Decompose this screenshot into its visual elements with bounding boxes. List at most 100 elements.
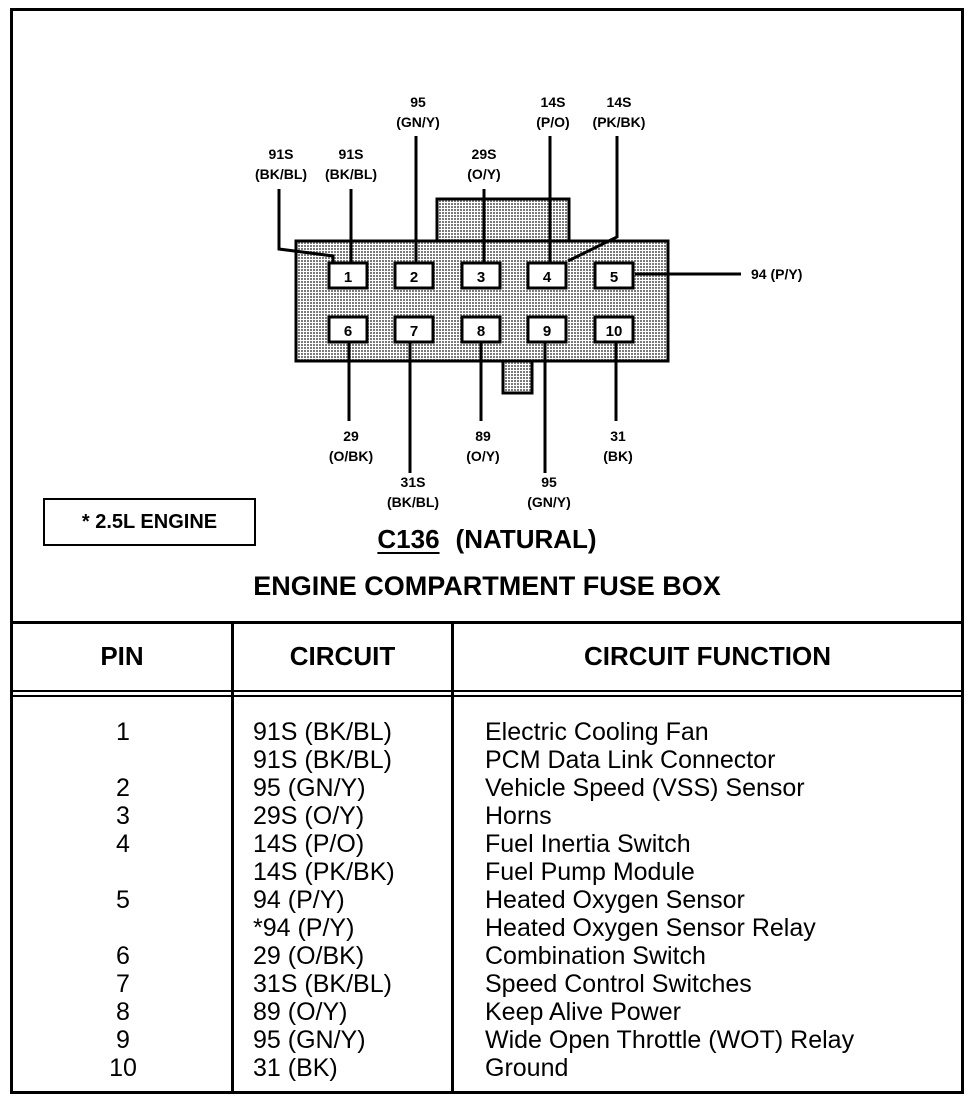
label-pin7-color: (BK/BL) [387,494,439,510]
cell-function: Speed Control Switches [485,970,752,998]
cell-function: Ground [485,1054,569,1082]
fuse-box-title: ENGINE COMPARTMENT FUSE BOX [253,571,721,601]
table-row: 91S (BK/BL) PCM Data Link Connector [13,746,961,774]
cell-circuit: 95 (GN/Y) [253,1026,366,1054]
cell-pin: 4 [116,830,130,858]
cell-circuit: 89 (O/Y) [253,998,348,1026]
label-pin6-num: 29 [343,428,359,444]
svg-text:2: 2 [410,269,418,286]
label-pin4a-num: 14S [541,94,566,110]
cell-circuit: 91S (BK/BL) [253,746,392,774]
table-row: 14S (PK/BK) Fuel Pump Module [13,858,961,886]
cell-circuit: 29 (O/BK) [253,942,365,970]
wire-pin4-b [567,136,619,263]
label-pin7-num: 31S [401,474,426,490]
cell-circuit: 94 (P/Y) [253,886,345,914]
table-row: 6 29 (O/BK) Combination Switch [13,942,961,970]
label-pin8-color: (O/Y) [466,448,499,464]
header-circuit: CIRCUIT [289,641,396,671]
cell-pin: 3 [116,802,130,830]
svg-text:10: 10 [606,323,623,340]
pin-8: 8 [460,315,502,344]
label-pin9-color: (GN/Y) [527,494,571,510]
label-pin10-num: 31 [610,428,626,444]
pin-7: 7 [393,315,435,344]
svg-text:7: 7 [410,323,418,340]
label-pin6-color: (O/BK) [329,448,373,464]
svg-text:6: 6 [344,323,352,340]
cell-pin: 6 [116,942,130,970]
table-row: 7 31S (BK/BL) Speed Control Switches [13,970,961,998]
cell-circuit: 29S (O/Y) [253,802,365,830]
table-row: 4 14S (P/O) Fuel Inertia Switch [13,830,961,858]
pin-2: 2 [393,261,435,290]
cell-function: Horns [485,802,552,830]
svg-text:1: 1 [344,269,352,286]
wire-labels: 91S (BK/BL) 91S (BK/BL) 95 (GN/Y) 29S (O… [255,94,802,510]
cell-function: Wide Open Throttle (WOT) Relay [485,1026,855,1054]
label-pin9-num: 95 [541,474,557,490]
table-row: 1 91S (BK/BL) Electric Cooling Fan [13,718,961,746]
cell-function: Heated Oxygen Sensor [485,886,745,914]
label-pin1b-num: 91S [339,146,364,162]
label-pin2-color: (GN/Y) [396,114,440,130]
svg-text:8: 8 [477,323,485,340]
cell-function: PCM Data Link Connector [485,746,776,774]
connector-title: C136 (NATURAL) [13,524,961,555]
diagram-frame: 1 2 3 4 5 6 7 [10,8,964,1094]
cell-function: Fuel Inertia Switch [485,830,691,858]
table-row: 3 29S (O/Y) Horns [13,802,961,830]
cell-function: Combination Switch [485,942,706,970]
cell-pin: 1 [116,718,130,746]
header-rule [13,695,961,697]
engine-note-box: * 2.5L ENGINE [43,498,256,546]
cell-function: Electric Cooling Fan [485,718,709,746]
cell-circuit: 31S (BK/BL) [253,970,392,998]
svg-text:9: 9 [543,323,551,340]
pin-5: 5 [593,261,635,290]
connector-diagram: 1 2 3 4 5 6 7 [255,94,802,510]
pin-6: 6 [327,315,369,344]
connector-id: C136 [377,524,440,554]
pin-boxes: 1 2 3 4 5 6 7 [327,261,635,344]
label-pin2-num: 95 [410,94,426,110]
table-row: 8 89 (O/Y) Keep Alive Power [13,998,961,1026]
pin-4: 4 [526,261,568,290]
cell-function: Vehicle Speed (VSS) Sensor [485,774,805,802]
pin-10: 10 [593,315,635,344]
label-pin1a-num: 91S [269,146,294,162]
svg-text:5: 5 [610,269,618,286]
cell-pin: 9 [116,1026,130,1054]
pin-1: 1 [327,261,369,290]
cell-pin: 10 [109,1054,137,1082]
cell-circuit: 31 (BK) [253,1054,338,1082]
cell-circuit: 91S (BK/BL) [253,718,392,746]
cell-pin: 8 [116,998,130,1026]
label-pin1b-color: (BK/BL) [325,166,377,182]
pin-9: 9 [526,315,568,344]
pin-3: 3 [460,261,502,290]
table-row: 2 95 (GN/Y) Vehicle Speed (VSS) Sensor [13,774,961,802]
cell-circuit: 14S (PK/BK) [253,858,395,886]
label-pin1a-color: (BK/BL) [255,166,307,182]
label-pin8-num: 89 [475,428,491,444]
cell-pin: 7 [116,970,130,998]
label-pin10-color: (BK) [603,448,633,464]
cell-circuit: 95 (GN/Y) [253,774,366,802]
cell-pin: 2 [116,774,130,802]
header-function: CIRCUIT FUNCTION [584,641,831,671]
cell-circuit: 14S (P/O) [253,830,365,858]
label-pin3-color: (O/Y) [467,166,500,182]
header-pin: PIN [100,641,144,671]
cell-function: Keep Alive Power [485,998,681,1026]
table-row: *94 (P/Y)Heated Oxygen Sensor Relay [13,914,961,942]
cell-function: Fuel Pump Module [485,858,695,886]
table-row: 9 95 (GN/Y) Wide Open Throttle (WOT) Relay [13,1026,961,1054]
cell-function: Heated Oxygen Sensor Relay [485,914,816,942]
connector-name: (NATURAL) [455,524,597,554]
column-divider [231,624,234,1094]
label-pin4a-color: (P/O) [536,114,569,130]
header-rule [13,690,961,692]
